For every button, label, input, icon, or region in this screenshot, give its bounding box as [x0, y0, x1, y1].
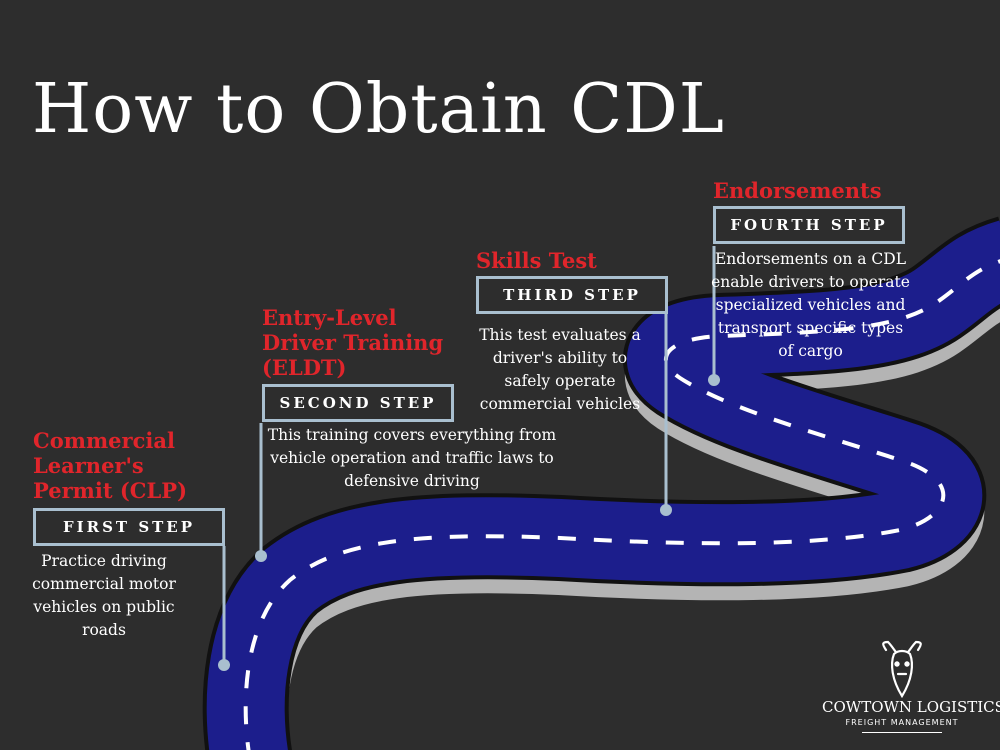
company-logo: COWTOWN LOGISTICS FREIGHT MANAGEMENT — [822, 640, 1000, 733]
page-title: How to Obtain CDL — [32, 70, 725, 149]
bull-icon — [882, 640, 922, 699]
step-3-heading: Skills Test — [476, 248, 597, 273]
step-connectors — [222, 246, 716, 665]
step-1-label-box: FIRST STEP — [33, 508, 225, 546]
step-4-heading: Endorsements — [713, 178, 882, 203]
logo-divider — [862, 732, 942, 733]
marker-fourth-step — [708, 374, 720, 386]
step-markers — [218, 374, 720, 671]
road-center-dashes — [243, 259, 1000, 750]
step-3-label-box: THIRD STEP — [476, 276, 668, 314]
logo-tagline: FREIGHT MANAGEMENT — [845, 718, 959, 727]
step-1-description: Practice driving commercial motor vehicl… — [32, 552, 176, 639]
marker-second-step — [255, 550, 267, 562]
logo-name: COWTOWN LOGISTICS — [822, 698, 1000, 716]
marker-first-step — [218, 659, 230, 671]
marker-third-step — [660, 504, 672, 516]
step-4-label-box: FOURTH STEP — [713, 206, 905, 244]
step-2-description: This training covers everything from veh… — [267, 426, 557, 490]
step-3-description: This test evaluates a driver's ability t… — [479, 326, 641, 413]
step-2-label-box: SECOND STEP — [262, 384, 454, 422]
step-1-heading: Commercial Learner's Permit (CLP) — [33, 428, 188, 503]
step-4-description: Endorsements on a CDL enable drivers to … — [711, 250, 910, 360]
step-2-heading: Entry-Level Driver Training (ELDT) — [262, 305, 444, 380]
